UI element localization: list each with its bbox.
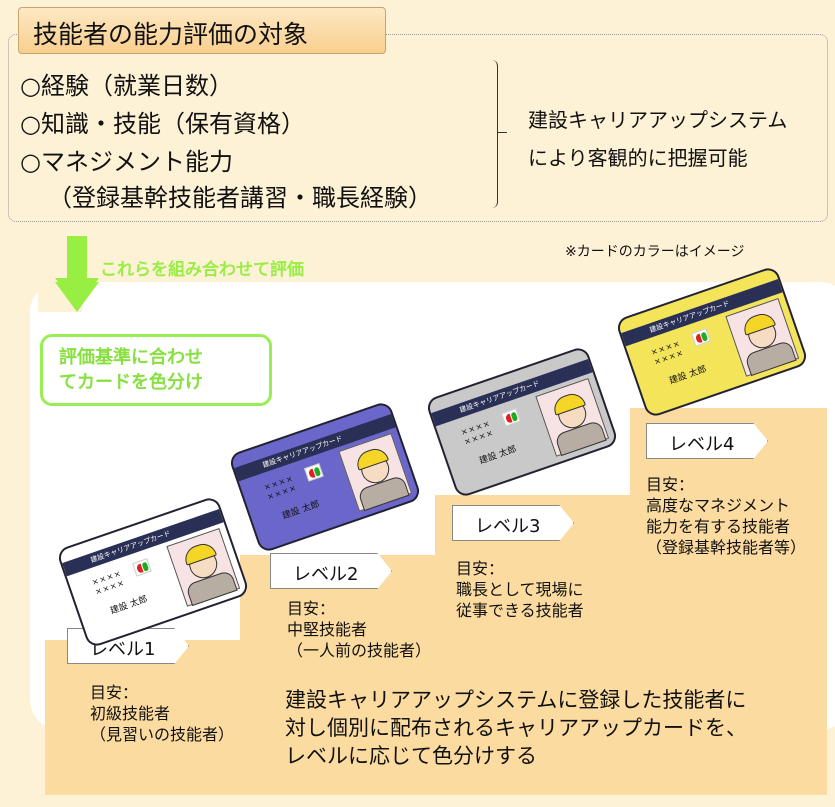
page-title: 技能者の能力評価の対象 (18, 7, 386, 54)
summary-line: レベルに応じて色分けする (285, 744, 537, 768)
worker-photo-icon (535, 378, 610, 457)
desc: 職長として現場に (456, 580, 584, 599)
step-level2 (240, 555, 440, 795)
desc: （見習いの技能者） (90, 725, 235, 744)
card-logo-icon (132, 558, 152, 577)
card-id: ×××××××× (649, 338, 686, 367)
card-logo-icon (691, 328, 711, 347)
system-text-2: により客観的に把握可能 (528, 146, 748, 170)
level4-label: レベル4 (646, 423, 768, 459)
desc: 能力を有する技能者 (646, 517, 791, 536)
combine-label: これらを組み合わせて評価 (100, 260, 304, 280)
card-logo-icon (304, 463, 324, 482)
card-name: 建設 太郎 (668, 364, 709, 387)
level3-desc: 目安： 職長として現場に従事できる技能者 (456, 558, 584, 621)
desc: 従事できる技能者 (456, 601, 584, 620)
color-note: ※カードのカラーはイメージ (565, 244, 745, 260)
guide: 目安： (287, 599, 336, 618)
card-name: 建設 太郎 (478, 444, 519, 467)
desc: （一人前の技能者） (287, 641, 432, 660)
card-name: 建設 太郎 (109, 594, 150, 617)
color-coding-box: 評価基準に合わせてカードを色分け (40, 334, 272, 406)
summary-line: 対し個別に配布されるキャリアアップカードを、 (285, 716, 747, 740)
step-level1 (45, 640, 245, 795)
criterion-knowledge: ○知識・技能（保有資格） (20, 110, 305, 138)
guide: 目安： (456, 559, 505, 578)
card-id: ×××××××× (90, 568, 127, 597)
level1-desc: 目安： 初級技能者 （見習いの技能者） (90, 682, 234, 745)
system-text-1: 建設キャリアアップシステム (528, 108, 788, 132)
criterion-experience: ○経験（就業日数） (20, 72, 233, 100)
desc: 高度なマネジメント (646, 496, 791, 515)
step-level3 (435, 495, 635, 795)
guide: 目安： (646, 475, 695, 494)
worker-photo-icon (725, 298, 800, 377)
card-name: 建設 太郎 (281, 499, 322, 522)
criterion-management: ○マネジメント能力 (20, 148, 233, 176)
step-level4 (630, 408, 827, 795)
level2-label: レベル2 (270, 553, 392, 589)
card-id: ×××××××× (459, 418, 496, 447)
criterion-management-detail: （登録基幹技能者講習・職長経験） (48, 184, 432, 212)
card-id: ×××××××× (262, 473, 299, 502)
card-logo-icon (501, 408, 521, 427)
level4-desc: 目安： 高度なマネジメント能力を有する技能者 （登録基幹技能者等） (646, 474, 806, 558)
worker-photo-icon (166, 528, 241, 607)
color-box-line2: てカードを色分け (59, 372, 203, 393)
color-box-line1: 評価基準に合わせ (59, 347, 203, 368)
guide: 目安： (90, 683, 139, 702)
level3-label: レベル3 (452, 505, 574, 541)
level1-label: レベル1 (67, 628, 189, 664)
summary-line: 建設キャリアアップシステムに登録した技能者に (285, 688, 747, 712)
brace (478, 60, 507, 208)
desc: 初級技能者 (90, 704, 171, 723)
desc: 中堅技能者 (287, 620, 368, 639)
desc: （登録基幹技能者等） (646, 538, 807, 557)
level2-desc: 目安： 中堅技能者 （一人前の技能者） (287, 598, 431, 661)
worker-photo-icon (338, 433, 413, 512)
summary-text: 建設キャリアアップシステムに登録した技能者に対し個別に配布されるキャリアアップカ… (285, 686, 747, 770)
criteria-box (8, 34, 828, 222)
down-arrow-head (55, 278, 99, 312)
